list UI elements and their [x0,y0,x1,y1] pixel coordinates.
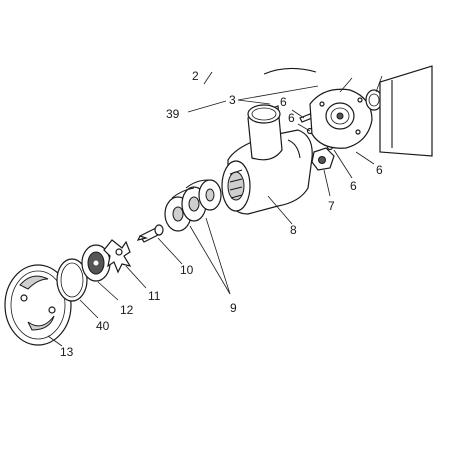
part-11-cross-knife [103,239,132,274]
callout-7: 7 [328,199,335,213]
callout-12: 12 [120,303,134,317]
part-13-ring-plate [4,264,72,346]
part-12-perforated-disc [81,244,111,282]
callout-9: 9 [230,301,237,315]
part-10-drive-pin [136,224,164,243]
callout-6c: 6 [350,179,357,193]
callout-2: 2 [192,69,199,83]
part-7-coupling [311,147,335,171]
callout-40: 40 [96,319,110,333]
motor-housing-edge [379,65,433,157]
part-3-gear-flange [309,88,373,149]
callout-6d: 6 [376,163,383,177]
part-9-auger [164,179,222,232]
callout-labels: 2 39 3 6 6 6 6 7 8 10 9 11 12 40 13 [60,69,383,359]
callout-39: 39 [166,107,180,121]
part-2-arc [263,67,317,75]
callout-10: 10 [180,263,194,277]
callout-3: 3 [229,93,236,107]
callout-8: 8 [290,223,297,237]
callout-6b: 6 [288,111,295,125]
part-40-retaining-ring [56,258,88,302]
callout-6a: 6 [280,95,287,109]
leader-lines [47,71,383,347]
callout-13: 13 [60,345,74,359]
callout-11: 11 [148,289,161,303]
part-8-main-housing [221,104,313,215]
